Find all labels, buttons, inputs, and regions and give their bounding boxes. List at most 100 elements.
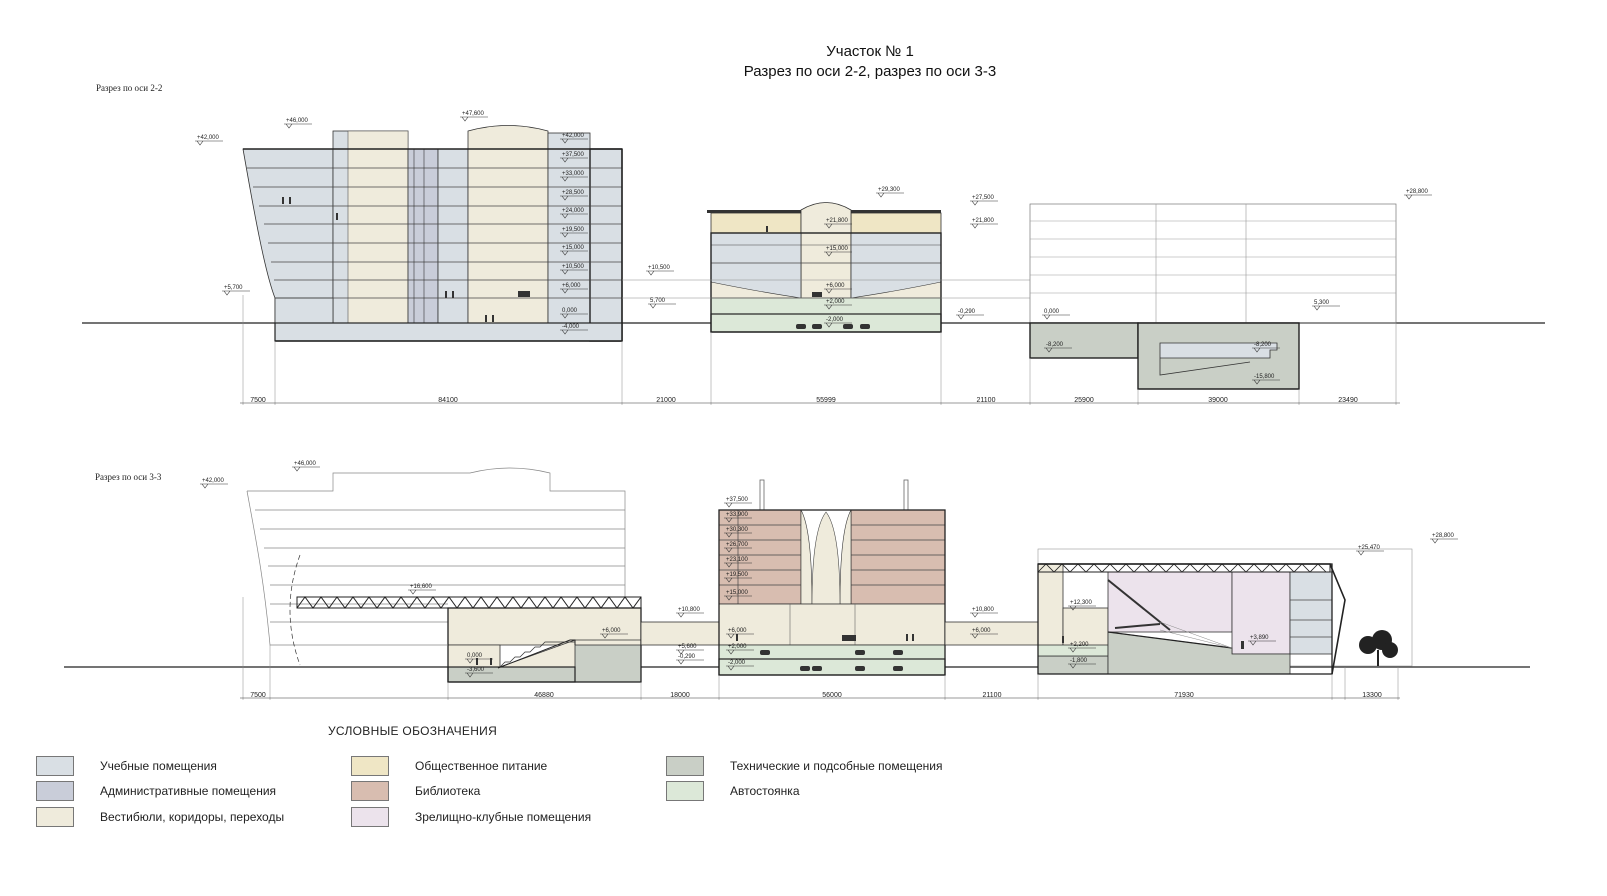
svg-text:+2,200: +2,200 xyxy=(1070,642,1089,648)
dimension-label: 55999 xyxy=(816,397,836,404)
svg-text:+19,500: +19,500 xyxy=(562,227,585,233)
legend-swatch xyxy=(666,781,704,801)
level-mark: +2,000 xyxy=(824,299,852,310)
svg-text:-0,290: -0,290 xyxy=(958,309,976,315)
svg-text:+19,500: +19,500 xyxy=(726,572,749,578)
level-mark: +28,800 xyxy=(1430,533,1458,544)
svg-text:+15,000: +15,000 xyxy=(726,590,749,596)
level-mark: +3,890 xyxy=(1248,635,1276,646)
level-mark: +6,000 xyxy=(600,628,628,639)
legend-label: Технические и подсобные помещения xyxy=(730,759,943,773)
svg-text:+6,000: +6,000 xyxy=(972,628,991,634)
section-2-2-label: Разрез по оси 2-2 xyxy=(96,83,163,93)
svg-text:+15,000: +15,000 xyxy=(826,246,849,252)
svg-text:5,700: 5,700 xyxy=(650,298,666,304)
svg-text:+42,000: +42,000 xyxy=(202,478,225,484)
dimension-label: 21100 xyxy=(977,397,996,404)
svg-text:+12,300: +12,300 xyxy=(1070,600,1093,606)
level-mark: -0,290 xyxy=(956,309,984,320)
building-2-section xyxy=(707,202,942,333)
svg-text:+2,000: +2,000 xyxy=(826,299,845,305)
dimension-label: 7500 xyxy=(250,692,266,699)
level-mark: +27,500 xyxy=(970,195,998,206)
level-mark: +6,000 xyxy=(970,628,998,639)
level-mark: -4,000 xyxy=(560,324,588,335)
svg-text:+15,000: +15,000 xyxy=(562,245,585,251)
level-mark: +23,100 xyxy=(724,557,752,568)
level-mark: +46,000 xyxy=(284,118,312,129)
svg-text:+6,000: +6,000 xyxy=(826,283,845,289)
legend-swatch xyxy=(351,781,389,801)
level-mark: +28,500 xyxy=(560,190,588,201)
svg-text:+5,700: +5,700 xyxy=(224,285,243,291)
svg-text:+24,000: +24,000 xyxy=(562,208,585,214)
svg-text:+25,470: +25,470 xyxy=(1358,545,1381,551)
level-mark: +46,000 xyxy=(292,461,320,472)
svg-text:+21,800: +21,800 xyxy=(826,218,849,224)
dimension-label: 25900 xyxy=(1074,397,1094,404)
level-mark: -0,290 xyxy=(676,654,704,665)
svg-text:+6,000: +6,000 xyxy=(728,628,747,634)
level-mark: +33,900 xyxy=(724,512,752,523)
svg-text:-0,290: -0,290 xyxy=(678,654,696,660)
title-line-1: Участок № 1 xyxy=(826,43,914,60)
level-mark: -3,600 xyxy=(465,667,493,678)
level-mark: +24,000 xyxy=(560,208,588,219)
level-mark: 0,000 xyxy=(560,308,588,319)
svg-text:0,000: 0,000 xyxy=(1044,309,1060,315)
svg-text:+21,800: +21,800 xyxy=(972,218,995,224)
level-mark: +25,470 xyxy=(1356,545,1384,556)
dimension-label: 71930 xyxy=(1174,692,1194,699)
level-mark: +10,800 xyxy=(676,607,704,618)
level-mark: +10,500 xyxy=(646,265,674,276)
svg-text:+26,700: +26,700 xyxy=(726,542,749,548)
section-3-3 xyxy=(64,467,1530,700)
svg-text:+47,600: +47,600 xyxy=(462,111,485,117)
svg-text:+2,000: +2,000 xyxy=(728,644,747,650)
building-1-outline-3-3 xyxy=(246,467,626,666)
legend-label: Библиотека xyxy=(415,784,481,798)
legend-swatch xyxy=(351,807,389,827)
link-corridor-1 xyxy=(640,621,720,646)
level-mark: +10,500 xyxy=(560,264,588,275)
svg-text:-15,800: -15,800 xyxy=(1254,374,1275,380)
svg-text:+23,100: +23,100 xyxy=(726,557,749,563)
svg-text:+42,000: +42,000 xyxy=(562,133,585,139)
legend-label: Вестибюли, коридоры, переходы xyxy=(100,810,285,824)
svg-text:5,300: 5,300 xyxy=(1314,300,1330,306)
title-line-2: Разрез по оси 2-2, разрез по оси 3-3 xyxy=(743,63,997,80)
level-mark: -2,000 xyxy=(824,317,852,328)
level-mark: +30,300 xyxy=(724,527,752,538)
legend-label: Зрелищно-клубные помещения xyxy=(415,810,592,824)
legend-swatch xyxy=(351,756,389,776)
dimension-label: 46880 xyxy=(534,692,554,699)
library-building-section xyxy=(718,479,946,676)
svg-text:+6,000: +6,000 xyxy=(562,283,581,289)
svg-text:-2,000: -2,000 xyxy=(728,660,746,666)
level-mark: +10,800 xyxy=(970,607,998,618)
level-mark: +2,200 xyxy=(1068,642,1096,653)
svg-text:+10,500: +10,500 xyxy=(648,265,671,271)
svg-text:0,000: 0,000 xyxy=(562,308,578,314)
level-mark: +26,700 xyxy=(724,542,752,553)
svg-text:+33,900: +33,900 xyxy=(726,512,749,518)
level-mark: +42,000 xyxy=(560,133,588,144)
svg-text:+10,500: +10,500 xyxy=(562,264,585,270)
svg-text:+46,000: +46,000 xyxy=(294,461,317,467)
svg-text:+46,000: +46,000 xyxy=(286,118,309,124)
building-1-section xyxy=(242,125,623,342)
legend-label: Учебные помещения xyxy=(100,759,217,773)
svg-text:+28,800: +28,800 xyxy=(1432,533,1455,539)
level-mark: +47,600 xyxy=(460,111,488,122)
legend-swatch xyxy=(36,807,74,827)
level-marks: +42,000+46,000+47,600+42,000+37,500+33,0… xyxy=(195,111,1458,678)
tree-icon xyxy=(1359,630,1398,666)
level-mark: -8,200 xyxy=(1044,342,1072,353)
section-2-2 xyxy=(82,125,1545,405)
level-mark: +37,500 xyxy=(560,152,588,163)
level-mark: +6,000 xyxy=(560,283,588,294)
svg-text:+28,800: +28,800 xyxy=(1406,189,1429,195)
svg-text:-3,600: -3,600 xyxy=(467,667,485,673)
svg-text:+10,800: +10,800 xyxy=(678,607,701,613)
